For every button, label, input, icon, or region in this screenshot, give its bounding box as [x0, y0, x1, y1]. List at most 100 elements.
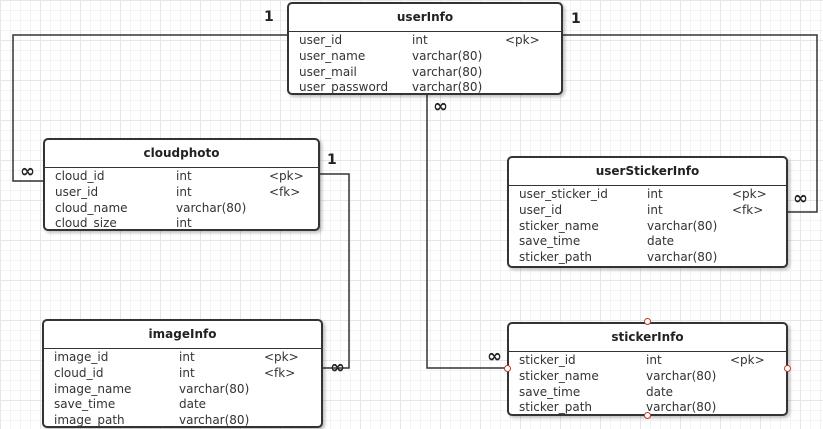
- column-type: varchar(80): [179, 413, 250, 428]
- link-cloudphoto-imageinfo: [319, 173, 350, 369]
- column-type: varchar(80): [176, 200, 247, 215]
- link-userinfo-userstickerinfo: [562, 34, 818, 213]
- column-name: save_time: [54, 397, 116, 412]
- column-row[interactable]: sticker_id int <pk>: [509, 353, 786, 369]
- column-type: int: [647, 202, 663, 217]
- column-type: varchar(80): [646, 400, 717, 415]
- column-row[interactable]: cloud_id int <fk>: [44, 366, 321, 382]
- column-name: cloud_name: [55, 200, 128, 215]
- table-title: userStickerInfo: [509, 158, 786, 186]
- column-name: user_name: [299, 48, 366, 63]
- column-name: save_time: [519, 234, 581, 249]
- table-stickerinfo[interactable]: stickerInfo sticker_id int <pk> sticker_nam…: [507, 322, 788, 416]
- table-title: userInfo: [289, 4, 561, 32]
- column-key: <pk>: [732, 187, 767, 201]
- column-type: int: [176, 169, 192, 183]
- column-row[interactable]: user_name varchar(80): [289, 49, 561, 65]
- column-row[interactable]: image_id int <pk>: [44, 350, 321, 366]
- column-key: <fk>: [264, 365, 296, 380]
- column-row[interactable]: user_id int <fk>: [45, 185, 318, 201]
- column-type: int: [176, 216, 192, 231]
- column-row[interactable]: sticker_path varchar(80): [509, 250, 786, 266]
- column-type: varchar(80): [646, 368, 717, 383]
- selection-handle-bottom[interactable]: [644, 412, 651, 419]
- column-name: sticker_name: [519, 218, 599, 233]
- column-row[interactable]: user_mail varchar(80): [289, 65, 561, 81]
- column-row[interactable]: cloud_size int: [45, 216, 318, 232]
- column-key: <pk>: [269, 169, 304, 183]
- column-name: image_name: [54, 381, 132, 396]
- column-key: <fk>: [269, 184, 301, 199]
- cardinality-one-label: 1: [327, 152, 337, 168]
- column-name: user_password: [299, 80, 389, 95]
- table-title: cloudphoto: [45, 140, 318, 168]
- column-type: date: [646, 384, 674, 399]
- column-row[interactable]: save_time date: [509, 385, 786, 401]
- column-name: save_time: [519, 384, 581, 399]
- column-row[interactable]: image_path varchar(80): [44, 413, 321, 429]
- column-type: int: [179, 365, 195, 380]
- column-row[interactable]: user_id int <pk>: [289, 33, 561, 49]
- column-key: <pk>: [730, 353, 765, 367]
- column-type: int: [179, 350, 195, 364]
- column-type: date: [647, 234, 675, 249]
- column-name: image_path: [54, 413, 125, 428]
- column-name: user_mail: [299, 64, 357, 79]
- cardinality-many-label: ∞: [487, 346, 502, 367]
- selection-handle-left[interactable]: [504, 365, 511, 372]
- column-row[interactable]: sticker_name varchar(80): [509, 219, 786, 235]
- column-type: int: [412, 33, 428, 47]
- column-type: varchar(80): [179, 381, 250, 396]
- column-name: user_id: [55, 184, 99, 199]
- cardinality-one-label: 1: [571, 11, 581, 27]
- column-name: cloud_size: [55, 216, 117, 231]
- column-key: <pk>: [264, 350, 299, 364]
- column-row[interactable]: user_password varchar(80): [289, 80, 561, 96]
- table-userinfo[interactable]: userInfo user_id int <pk> user_name varchar(…: [287, 2, 563, 95]
- column-name: sticker_name: [519, 368, 599, 383]
- column-name: image_id: [54, 350, 109, 364]
- cardinality-many-label: ∞: [793, 188, 808, 209]
- table-title: stickerInfo: [509, 324, 786, 352]
- cardinality-many-label: ∞: [433, 96, 448, 117]
- column-name: sticker_path: [519, 250, 593, 265]
- column-row[interactable]: cloud_name varchar(80): [45, 201, 318, 217]
- column-row[interactable]: sticker_name varchar(80): [509, 369, 786, 385]
- column-name: user_id: [299, 33, 343, 47]
- column-key: <pk>: [505, 33, 540, 47]
- column-type: varchar(80): [647, 250, 718, 265]
- column-type: varchar(80): [412, 80, 483, 95]
- column-type: int: [647, 187, 663, 201]
- column-name: sticker_id: [519, 353, 576, 367]
- column-type: int: [646, 353, 662, 367]
- column-type: int: [176, 184, 192, 199]
- selection-handle-top[interactable]: [644, 318, 651, 325]
- column-row[interactable]: save_time date: [509, 234, 786, 250]
- link-userinfo-cloudphoto: [12, 34, 288, 182]
- link-userinfo-stickerinfo: [426, 94, 508, 369]
- cardinality-many-label: ∞: [330, 357, 345, 378]
- column-type: varchar(80): [412, 48, 483, 63]
- column-list: sticker_id int <pk> sticker_name varchar(80)…: [509, 352, 786, 416]
- table-title: imageInfo: [44, 321, 321, 349]
- cardinality-many-label: ∞: [20, 161, 35, 182]
- column-type: varchar(80): [647, 218, 718, 233]
- selection-handle-right[interactable]: [784, 365, 791, 372]
- column-name: cloud_id: [54, 365, 104, 380]
- column-type: varchar(80): [412, 64, 483, 79]
- column-row[interactable]: image_name varchar(80): [44, 382, 321, 398]
- column-type: date: [179, 397, 207, 412]
- column-row[interactable]: save_time date: [44, 397, 321, 413]
